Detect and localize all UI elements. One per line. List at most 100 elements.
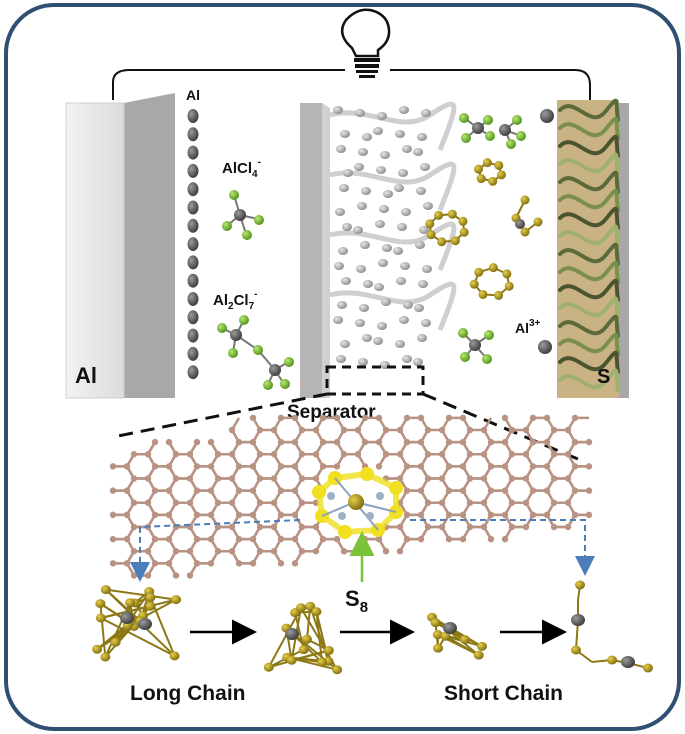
graphene-atom [585, 511, 593, 519]
graphene-atom [207, 463, 215, 470]
graphene-atom [151, 487, 159, 494]
graphene-atom [270, 475, 278, 482]
graphene-atom [487, 438, 495, 446]
graphene-atom [375, 535, 383, 543]
blue-arrow-left [130, 519, 301, 582]
graphene-atom [424, 523, 432, 531]
graphene-atom [529, 463, 537, 470]
graphene-atom [109, 511, 117, 519]
graphene-atom [109, 463, 117, 470]
sulfur-chain [511, 195, 543, 237]
graphene-atom [207, 438, 215, 446]
graphene-atom [193, 511, 201, 519]
graphene-atom [186, 499, 194, 506]
graphene-atom [123, 535, 131, 543]
graphene-atom [438, 499, 446, 506]
graphene-atom [235, 560, 243, 567]
al-atom [187, 145, 199, 160]
graphene-atom [333, 463, 341, 470]
graphene-atom [564, 426, 572, 434]
electrolyte-molecule [459, 113, 495, 143]
graphene-atom [564, 523, 572, 531]
cathode-fiber [558, 206, 620, 230]
graphene-atom [501, 487, 509, 494]
graphene-atom [130, 451, 138, 458]
graphene-atom [130, 572, 138, 579]
graphene-atom [109, 560, 117, 567]
graphene-atom [165, 487, 173, 494]
graphene-atom [130, 475, 138, 482]
graphene-sheet [109, 414, 593, 579]
graphene-atom [193, 535, 201, 543]
separator-atom [397, 223, 407, 231]
graphene-atom [543, 511, 551, 519]
graphene-atom [445, 463, 453, 470]
short-chain-label: Short Chain [444, 682, 563, 705]
separator-atom [383, 190, 393, 198]
graphene-atom [564, 451, 572, 458]
graphene-atom [459, 487, 467, 494]
zoom-line-left [117, 392, 328, 438]
graphene-atom [298, 499, 306, 506]
separator-atom [336, 145, 346, 153]
graphene-atom [130, 499, 138, 506]
separator-atom [356, 265, 366, 273]
graphene-atom [396, 451, 404, 458]
graphene-atom [438, 523, 446, 531]
graphene-atom [459, 463, 467, 470]
graphene-atom [130, 523, 138, 531]
al-atom [187, 237, 199, 252]
graphene-atom [340, 548, 348, 555]
graphene-atom [550, 426, 558, 434]
graphene-atom [165, 438, 173, 446]
graphene-atom [277, 487, 285, 494]
graphene-atom [466, 451, 474, 458]
graphene-atom [319, 535, 327, 543]
graphene-atom [214, 499, 222, 506]
graphene-atom [207, 560, 215, 567]
separator-atom [414, 304, 424, 312]
separator-atom [355, 319, 365, 327]
graphene-atom [480, 499, 488, 506]
graphene-atom [417, 414, 425, 422]
cathode-fiber [558, 350, 620, 374]
graphene-atom [403, 438, 411, 446]
graphene-atom [228, 475, 236, 482]
graphene-atom [298, 451, 306, 458]
graphene-atom [249, 463, 257, 470]
graphene-atom [298, 548, 306, 555]
al2cl7-molecule [217, 315, 294, 390]
separator-atom [380, 151, 390, 159]
graphene-atom [522, 451, 530, 458]
cathode-fibers [558, 98, 620, 392]
graphene-atom [207, 535, 215, 543]
electrolyte-molecules [425, 113, 543, 364]
cathode-fiber [558, 134, 620, 158]
graphene-atom [312, 523, 320, 531]
graphene-atom [585, 463, 593, 470]
separator-atom [381, 298, 391, 306]
graphene-atom [151, 438, 159, 446]
polysulfide-cluster [92, 585, 182, 662]
cathode-fiber [558, 278, 620, 302]
graphene-atom [228, 426, 236, 434]
separator-atom [362, 133, 372, 141]
graphene-atom [445, 438, 453, 446]
separator-fiber [329, 161, 457, 211]
graphene-atom [291, 511, 299, 519]
graphene-atom [270, 523, 278, 531]
graphene-atom [214, 475, 222, 482]
separator-atom [355, 109, 365, 117]
graphene-atom [277, 535, 285, 543]
separator-atom [394, 184, 404, 192]
graphene-atom [529, 438, 537, 446]
al-atom [187, 273, 199, 288]
graphene-atom [256, 475, 264, 482]
graphene-atom [249, 438, 257, 446]
graphene-atom [249, 511, 257, 519]
separator-atom [396, 277, 406, 285]
graphene-atom [424, 475, 432, 482]
electrolyte-molecule [499, 115, 526, 149]
graphene-atom [543, 438, 551, 446]
graphene-atom [417, 535, 425, 543]
